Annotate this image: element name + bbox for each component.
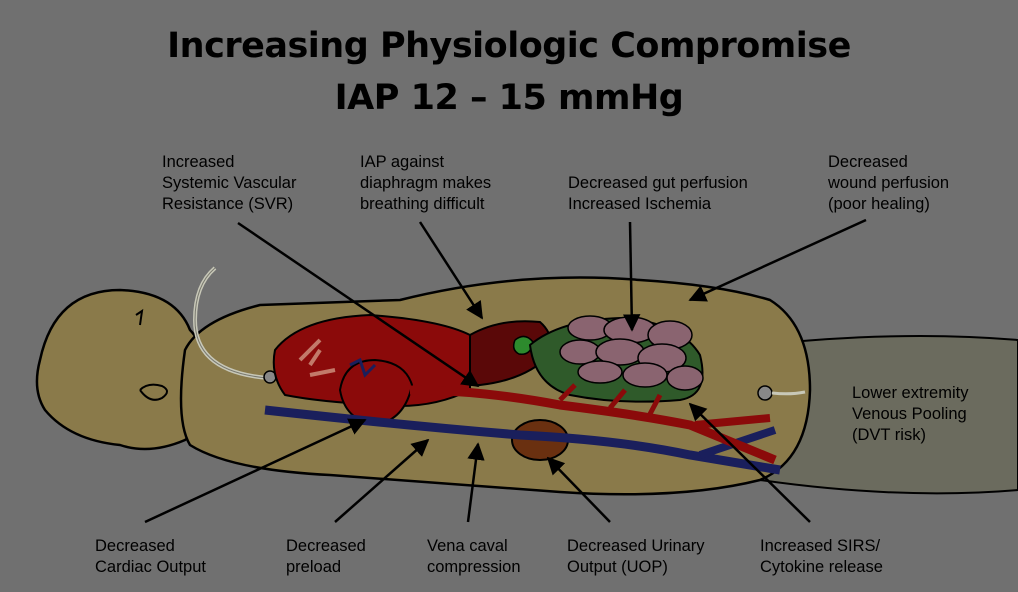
breathing-tube — [192, 266, 269, 380]
pointer-arrows — [144, 218, 867, 524]
aorta — [409, 385, 777, 465]
arrow-sirs — [688, 402, 811, 523]
title-line-1: Increasing Physiologic Compromise — [167, 26, 851, 66]
label-sirs: Increased SIRS/Cytokine release — [760, 537, 883, 576]
arrow-preload — [334, 438, 430, 523]
arrow-vena — [466, 442, 485, 523]
vena-cava — [264, 405, 781, 475]
arrow-svr — [237, 221, 480, 388]
arrow-urinary — [546, 456, 611, 523]
title-line-2: IAP 12 – 15 mmHg — [334, 78, 684, 118]
arrow-gut — [622, 221, 641, 332]
gallbladder — [512, 335, 534, 355]
foley-catheter — [757, 385, 773, 401]
intestines — [559, 315, 704, 391]
arrow-diaphragm — [418, 221, 484, 320]
arrow-cardiac — [144, 418, 367, 524]
bed-sheet — [759, 335, 1018, 495]
arrow-wound — [688, 218, 867, 302]
